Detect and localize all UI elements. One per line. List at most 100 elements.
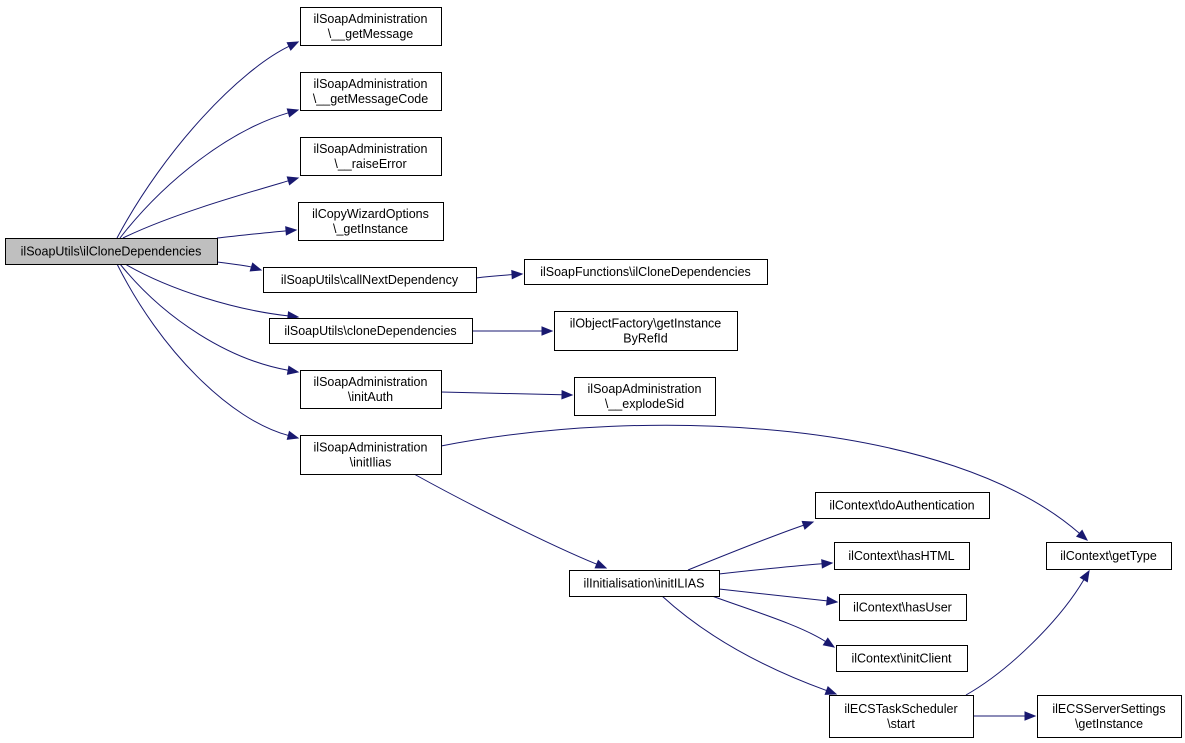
node-label: ilSoapAdministration <box>314 375 428 389</box>
edge-line <box>116 45 290 239</box>
edge-line <box>661 595 827 692</box>
edge-root-to-callNext <box>216 261 263 272</box>
node-cloneDeps[interactable]: ilSoapUtils\cloneDependencies <box>269 318 473 344</box>
node-label: \initIlias <box>350 456 392 470</box>
edge-line <box>440 424 1080 534</box>
node-getMessage[interactable]: ilSoapAdministration\__getMessage <box>300 7 442 46</box>
arrowhead-icon <box>541 326 554 336</box>
node-box <box>5 238 218 265</box>
node-hasUser[interactable]: ilContext\hasUser <box>839 594 967 621</box>
node-label: \initAuth <box>348 390 393 404</box>
node-doAuth[interactable]: ilContext\doAuthentication <box>815 492 990 519</box>
node-box <box>300 435 442 475</box>
node-label: ilSoapUtils\callNextDependency <box>281 273 459 287</box>
node-label: \getInstance <box>1075 717 1143 731</box>
edge-root-to-getMessageCode <box>119 108 300 239</box>
arrowhead-icon <box>511 269 524 280</box>
node-label: \_getInstance <box>333 222 408 236</box>
edge-line <box>440 391 563 396</box>
arrowhead-icon <box>286 108 300 118</box>
arrowhead-icon <box>286 41 300 51</box>
node-label: \__getMessage <box>328 27 414 41</box>
node-box <box>269 318 473 344</box>
node-initIlias[interactable]: ilSoapAdministration\initIlias <box>300 435 442 475</box>
node-explodeSid[interactable]: ilSoapAdministration\__explodeSid <box>574 377 716 416</box>
edge-ecsStart-to-getType <box>965 569 1090 696</box>
node-box <box>554 311 738 351</box>
node-label: ilSoapAdministration <box>314 441 428 455</box>
node-initILIAS[interactable]: ilInitialisation\initILIAS <box>569 570 720 597</box>
node-box <box>298 202 444 241</box>
node-label: ilECSTaskScheduler <box>844 702 957 716</box>
arrowhead-icon <box>826 596 839 606</box>
node-root[interactable]: ilSoapUtils\ilCloneDependencies <box>5 238 218 265</box>
edge-line <box>718 588 828 602</box>
edge-initILIAS-to-hasHTML <box>718 559 834 575</box>
edge-initILIAS-to-ecsStart <box>661 595 838 695</box>
nodes-layer: ilSoapUtils\ilCloneDependencies ilSoapAdm… <box>5 7 1182 738</box>
node-label: \__explodeSid <box>605 397 684 411</box>
node-getType[interactable]: ilContext\getType <box>1046 542 1172 570</box>
edge-cloneDeps-to-objFactory <box>472 326 554 336</box>
node-box <box>300 7 442 46</box>
edge-line <box>687 524 804 571</box>
node-label: ilContext\doAuthentication <box>829 499 974 513</box>
node-initAuth[interactable]: ilSoapAdministration\initAuth <box>300 370 442 409</box>
node-initClient[interactable]: ilContext\initClient <box>836 645 968 672</box>
node-box <box>836 645 968 672</box>
edge-line <box>116 263 289 436</box>
node-box <box>829 695 974 738</box>
node-box <box>834 542 970 570</box>
edge-line <box>124 263 289 317</box>
node-label: ilSoapUtils\ilCloneDependencies <box>21 245 202 259</box>
node-getMessageCode[interactable]: ilSoapAdministration\__getMessageCode <box>300 72 442 111</box>
node-copyWizard[interactable]: ilCopyWizardOptions\_getInstance <box>298 202 444 241</box>
node-raiseError[interactable]: ilSoapAdministration\__raiseError <box>300 137 442 176</box>
edge-line <box>711 595 826 642</box>
node-box <box>569 570 720 597</box>
arrowhead-icon <box>822 637 836 648</box>
edge-initIlias-to-getType <box>440 424 1089 541</box>
node-label: \__getMessageCode <box>313 92 428 106</box>
node-ecsStart[interactable]: ilECSTaskScheduler\start <box>829 695 974 738</box>
arrowhead-icon <box>824 685 838 695</box>
node-label: \start <box>887 717 915 731</box>
node-ecsSettings[interactable]: ilECSServerSettings\getInstance <box>1037 695 1182 738</box>
edge-line <box>122 180 289 239</box>
edge-root-to-initIlias <box>116 263 300 440</box>
arrowhead-icon <box>594 559 608 569</box>
node-label: ilSoapAdministration <box>588 382 702 396</box>
edge-line <box>216 261 252 268</box>
node-callNext[interactable]: ilSoapUtils\callNextDependency <box>263 267 477 293</box>
arrowhead-icon <box>1079 569 1090 583</box>
arrowhead-icon <box>286 430 300 440</box>
arrowhead-icon <box>286 365 300 375</box>
arrowhead-icon <box>801 520 815 530</box>
node-label: ilECSServerSettings <box>1052 702 1165 716</box>
arrowhead-icon <box>249 262 263 272</box>
node-box <box>300 370 442 409</box>
node-label: ilContext\hasUser <box>853 601 952 615</box>
node-box <box>1037 695 1182 738</box>
arrowhead-icon <box>1075 529 1089 541</box>
edge-ecsStart-to-ecsSettings <box>973 711 1037 721</box>
edge-initILIAS-to-doAuth <box>687 520 815 571</box>
edge-initILIAS-to-hasUser <box>718 588 839 606</box>
arrowhead-icon <box>286 176 300 186</box>
node-box <box>839 594 967 621</box>
node-hasHTML[interactable]: ilContext\hasHTML <box>834 542 970 570</box>
node-box <box>524 259 768 285</box>
arrowhead-icon <box>1024 711 1037 721</box>
node-box <box>574 377 716 416</box>
node-box <box>300 137 442 176</box>
node-label: ilSoapUtils\cloneDependencies <box>284 324 456 338</box>
edge-root-to-raiseError <box>122 176 300 239</box>
node-label: ilCopyWizardOptions <box>312 207 429 221</box>
node-soapFuncClone[interactable]: ilSoapFunctions\ilCloneDependencies <box>524 259 768 285</box>
edge-root-to-getMessage <box>116 41 300 239</box>
edge-initAuth-to-explodeSid <box>440 390 574 400</box>
edge-initILIAS-to-initClient <box>711 595 836 648</box>
edge-line <box>413 473 597 565</box>
